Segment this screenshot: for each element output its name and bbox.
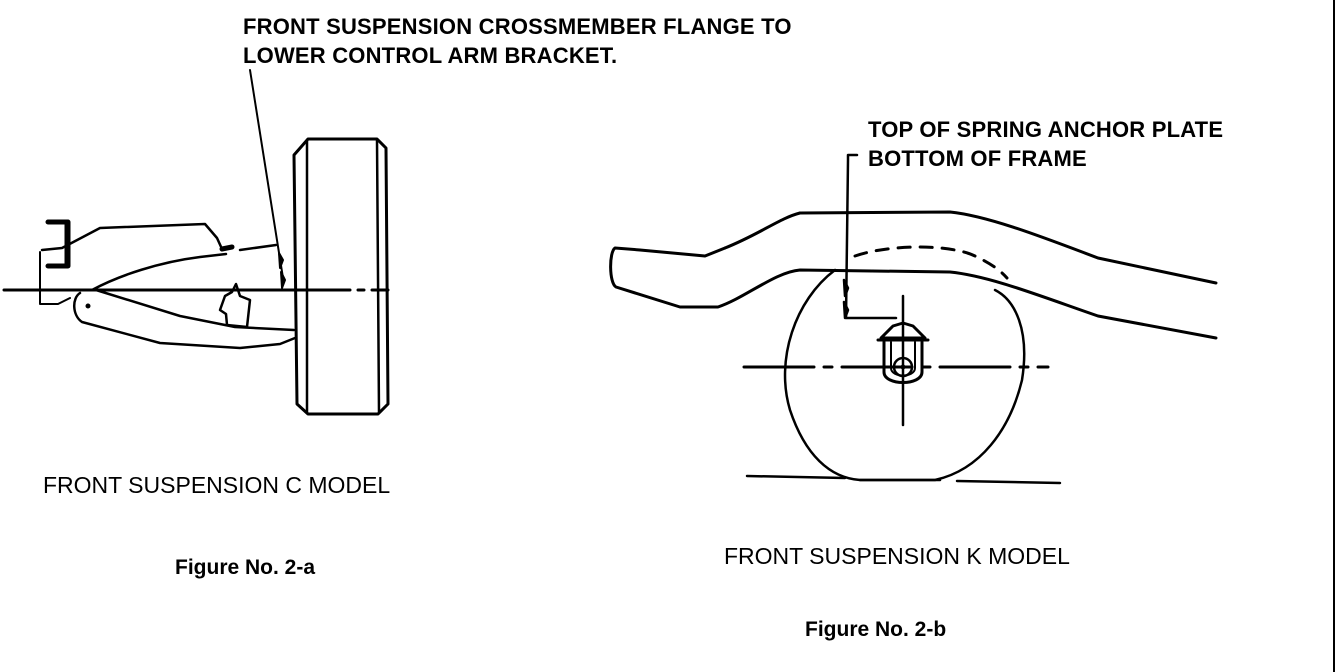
caption-c-model: FRONT SUSPENSION C MODEL <box>43 472 391 498</box>
measure-point-marks-b <box>842 278 850 320</box>
crossmember-outline <box>40 222 224 252</box>
callout-spring-anchor-line1: TOP OF SPRING ANCHOR PLATE <box>868 117 1224 142</box>
bump-stop <box>218 282 252 329</box>
figure-2a-drawing <box>2 69 390 416</box>
crossmember-bracket <box>45 219 71 269</box>
callout-spring-anchor-line2: BOTTOM OF FRAME <box>868 146 1087 171</box>
ground-line <box>745 474 847 480</box>
frame-rail-bottom <box>609 246 1218 340</box>
figure-2b-drawing <box>609 153 1218 485</box>
spring-anchor-plate <box>876 321 930 384</box>
frame-rail-top <box>798 210 1218 285</box>
callout-crossmember-line2: LOWER CONTROL ARM BRACKET. <box>243 43 618 68</box>
lower-control-arm <box>94 288 296 332</box>
pivot-point <box>85 303 91 309</box>
figure-number-2a: Figure No. 2-a <box>175 556 316 579</box>
callout-crossmember-line1: FRONT SUSPENSION CROSSMEMBER FLANGE TO <box>243 14 792 39</box>
figure-number-2b: Figure No. 2-b <box>805 618 947 641</box>
tire-side-view <box>292 137 390 416</box>
measure-point-marks <box>278 252 286 289</box>
callout-leader-a <box>249 69 284 279</box>
callout-leader-b <box>844 153 898 320</box>
caption-k-model: FRONT SUSPENSION K MODEL <box>724 543 1070 569</box>
spring-outline-dashed <box>853 245 1009 280</box>
upper-arm-line <box>90 252 228 292</box>
